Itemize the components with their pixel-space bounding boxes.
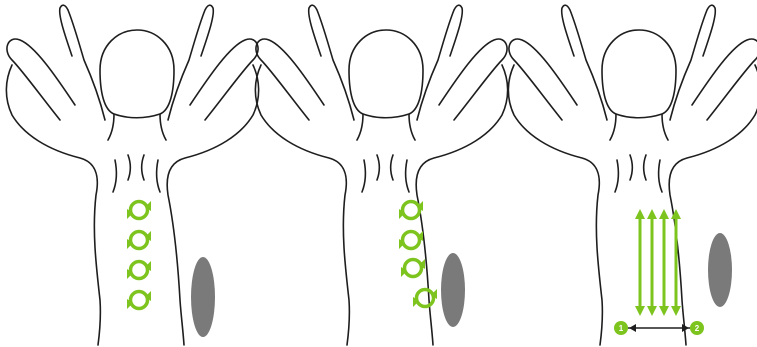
double-arrow: [635, 209, 645, 316]
back-figure: [255, 5, 507, 345]
circular-stroke-markers: [399, 201, 437, 307]
swirl-marker: [413, 289, 437, 307]
double-arrow: [647, 209, 657, 316]
swirl-marker: [399, 231, 423, 249]
hand-pad-oval: [191, 257, 215, 337]
swirl-marker: [127, 231, 151, 249]
swirl-marker: [127, 201, 151, 219]
swirl-marker: [401, 259, 425, 277]
swirl-marker: [127, 261, 151, 279]
start-marker-label: 1: [619, 324, 624, 333]
hand-pad-oval: [708, 233, 732, 307]
swirl-marker: [127, 291, 151, 309]
panel-2: [255, 5, 507, 345]
vertical-stroke-arrows: [635, 209, 681, 316]
start-end-indicator: 1 2: [614, 321, 704, 335]
double-arrow: [659, 209, 669, 316]
panel-1: [6, 5, 258, 345]
panel-3: 1 2: [508, 5, 757, 345]
hand-pad-oval: [441, 253, 465, 327]
end-marker-label: 2: [695, 324, 700, 333]
circular-stroke-markers: [127, 201, 151, 309]
